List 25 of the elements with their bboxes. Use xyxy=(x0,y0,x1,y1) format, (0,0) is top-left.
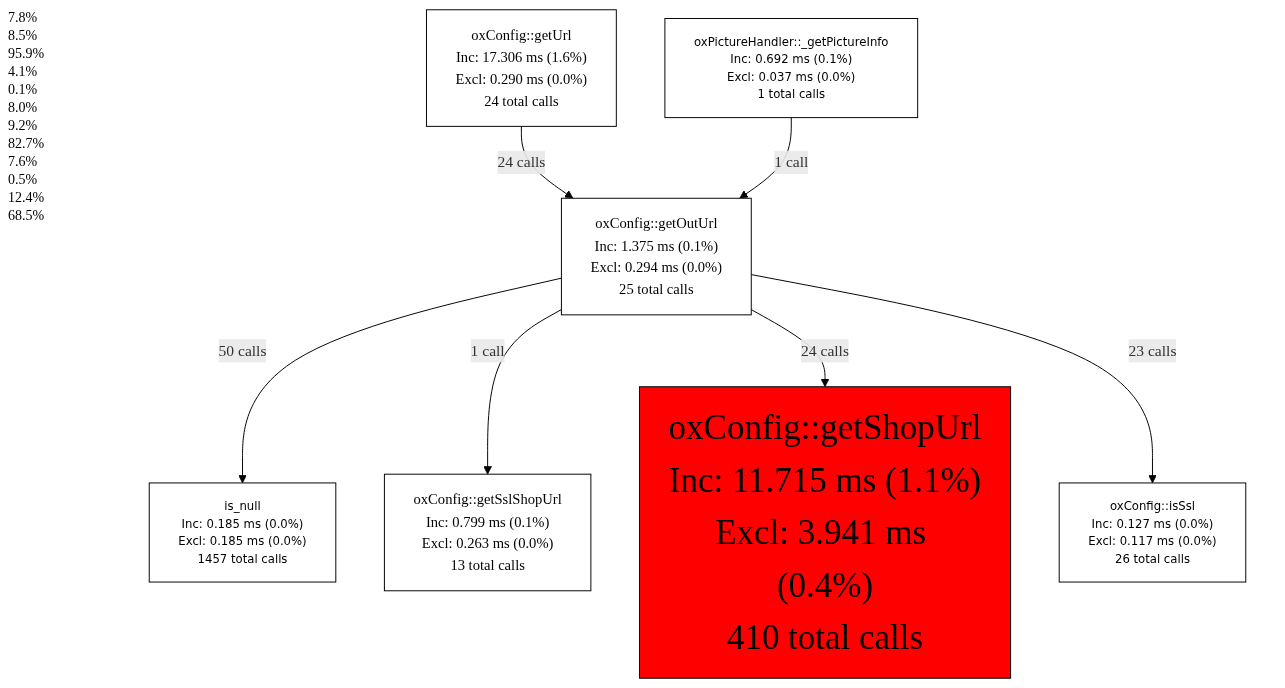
node-box: oxConfig::getSslShopUrl Inc: 0.799 ms (0.1%) Excl: 0.263 ms (0.0%) 13 total calls xyxy=(383,473,592,592)
percentage-label: 82.7% xyxy=(8,136,46,152)
percentage-label: 7.6% xyxy=(8,154,39,170)
node-box: oxConfig::isSsl Inc: 0.127 ms (0.0%) Excl: 0.117 ms (0.0%) 26 total calls xyxy=(1058,482,1247,583)
percentage-label: 4.1% xyxy=(8,64,39,80)
edge-label: 24 calls xyxy=(801,342,849,359)
edge-label: 50 calls xyxy=(218,342,267,359)
percentage-label: 7.8% xyxy=(8,10,39,26)
edge-label: 24 calls xyxy=(497,153,546,171)
percentage-label: 0.5% xyxy=(8,172,39,188)
percentage-label: 0.1% xyxy=(8,82,39,98)
edge-label: 1 call xyxy=(470,342,505,359)
edge-label: 23 calls xyxy=(1128,342,1177,359)
percentage-label: 12.4% xyxy=(8,190,46,206)
percentage-label: 68.5% xyxy=(8,208,46,224)
node-box: oxConfig::getShopUrl Inc: 11.715 ms (1.1%) Excl: 3.941 ms (0.4%) 410 total calls xyxy=(638,386,1012,679)
node-box: oxConfig::getUrl Inc: 17.306 ms (1.6%) Excl: 0.290 ms (0.0%) 24 total calls xyxy=(425,9,617,127)
percentage-label: 9.2% xyxy=(8,118,39,134)
node-box: is_null Inc: 0.185 ms (0.0%) Excl: 0.185 ms (0.0%) 1457 total calls xyxy=(148,482,337,583)
percentage-label: 8.0% xyxy=(8,100,39,116)
edge-label: 1 call xyxy=(774,153,809,171)
percentage-label: 95.9% xyxy=(8,46,46,62)
node-box: oxPictureHandler::_getPictureInfo Inc: 0.692 ms (0.1%) Excl: 0.037 ms (0.0%) 1 total calls xyxy=(664,18,919,119)
node-box: oxConfig::getOutUrl Inc: 1.375 ms (0.1%) Excl: 0.294 ms (0.0%) 25 total calls xyxy=(560,197,752,316)
percentage-label: 8.5% xyxy=(8,28,39,44)
